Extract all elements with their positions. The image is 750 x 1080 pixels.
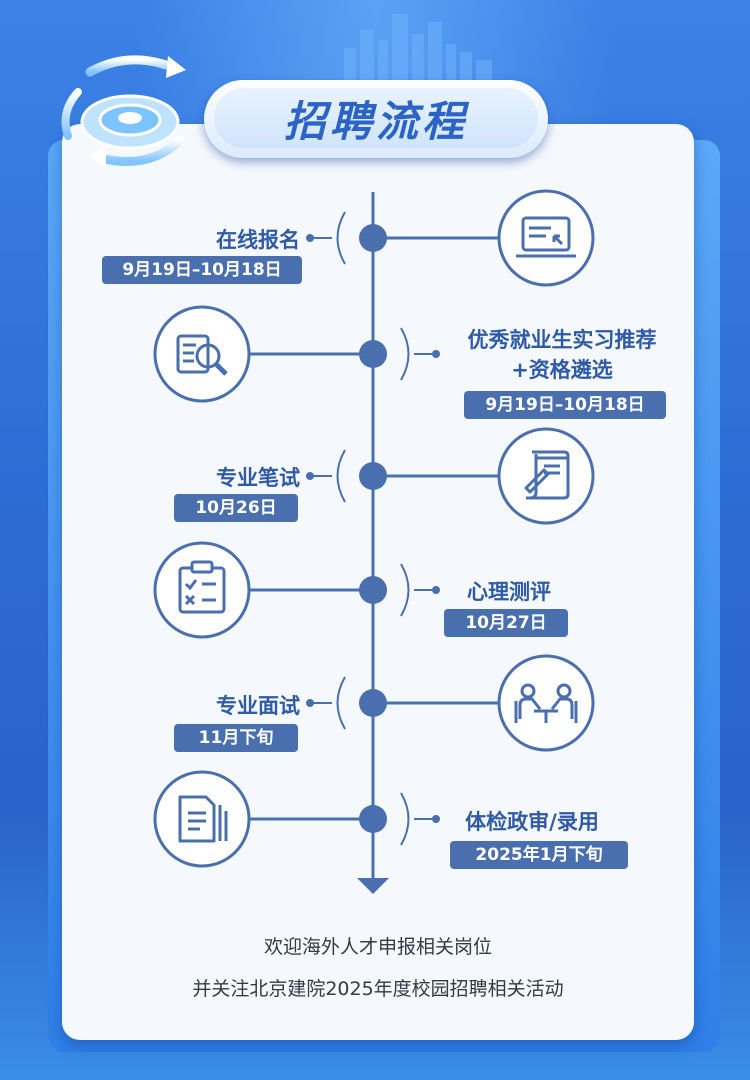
stage-label-psychological-test: 心理测评 [467,580,551,604]
stage-label-interview: 专业面试 [216,694,300,718]
stage-label-internship-recommendation: 优秀就业生实习推荐 [467,328,657,352]
title-badge-inner: 招聘流程 [214,88,538,148]
timeline-node [359,462,387,490]
footer-line-2: 并关注北京建院2025年度校园招聘相关活动 [192,978,564,1000]
stage-label-medical-check-hiring: 体检政审/录用 [465,810,599,834]
timeline-node [359,689,387,717]
stage-date-pill: 11月下旬 [174,724,298,752]
city-skyline-decoration [344,14,492,90]
stage-date-pill: 9月19日–10月18日 [464,391,666,419]
stage-date-pill: 9月19日–10月18日 [102,256,302,284]
cycle-arrows-logo-icon [61,55,186,168]
search-document-icon [153,305,251,403]
writing-paper-icon [497,427,595,525]
stage-label-qualification-screening: +资格遴选 [511,358,613,382]
timeline-node [359,340,387,368]
timeline-arrowhead [357,878,389,894]
laptop-icon [497,189,595,287]
page-title: 招聘流程 [283,96,468,146]
document-icon [153,770,251,868]
checklist-clipboard-icon [153,541,251,639]
timeline-node [359,576,387,604]
timeline-node [359,805,387,833]
stage-label-online-registration: 在线报名 [216,228,300,252]
stage-date-pill: 10月26日 [174,494,298,522]
interview-meeting-icon [497,654,595,752]
stage-label-written-exam: 专业笔试 [216,466,300,490]
timeline-node [359,224,387,252]
stage-date-pill: 10月27日 [444,609,568,637]
footer-line-1: 欢迎海外人才申报相关岗位 [263,936,492,958]
stage-date-pill: 2025年1月下旬 [450,841,628,869]
